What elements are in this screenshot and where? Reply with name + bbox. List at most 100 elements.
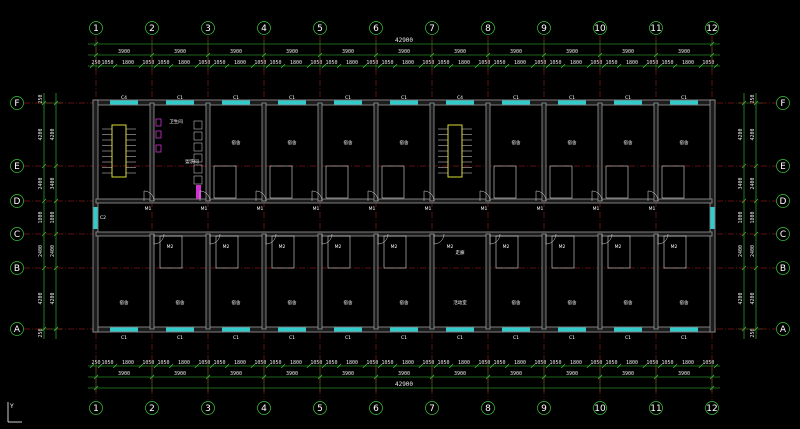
sub-dim-bottom: 1800: [178, 360, 190, 366]
window-bottom: [670, 327, 698, 332]
sub-dim-top: 1050: [142, 60, 154, 66]
window-label-bottom: C1: [625, 335, 631, 341]
bathroom: [327, 235, 351, 269]
sub-dim-top: 1050: [702, 60, 714, 66]
window-top: [614, 100, 642, 105]
door-label: M1: [537, 206, 544, 212]
axis-bubble: [369, 401, 383, 415]
bay-dim-bottom: 3900: [678, 371, 690, 377]
bay-dim-top: 3900: [174, 49, 186, 55]
window-label-end: C2: [100, 215, 106, 221]
toilet-stall: [193, 131, 203, 141]
sub-dim-top: 1050: [534, 60, 546, 66]
col-axis-label: 6: [373, 24, 379, 34]
axis-bubble: [537, 401, 551, 415]
col-axis-label: 2: [149, 404, 155, 414]
axis-bubble: [776, 227, 790, 241]
col-axis-label: 3: [205, 24, 211, 34]
door-label: M2: [279, 244, 286, 250]
axis-bubble: [369, 21, 383, 35]
bay-dim-top: 3900: [510, 49, 522, 55]
room-label-north: 宿舍: [680, 139, 689, 146]
stair-well: [111, 124, 127, 178]
axis-bubble: [705, 21, 719, 35]
window-label-top: C1: [513, 95, 519, 101]
row-axis-label: A: [14, 325, 21, 335]
door-label: M2: [391, 244, 398, 250]
door-label: M1: [369, 206, 376, 212]
bay-dim-bottom: 3900: [622, 371, 634, 377]
room-label-north: 宿舍: [344, 139, 353, 146]
toilet-stall: [193, 120, 203, 130]
axis-bubble: [313, 401, 327, 415]
door-label: M2: [615, 244, 622, 250]
door-swing-south: [265, 233, 277, 245]
room-label-south: 宿舍: [176, 299, 185, 306]
overall-dim-top: 42900: [395, 37, 413, 44]
wash-label: 盥洗间: [185, 158, 199, 165]
room-label-north: 宿舍: [288, 139, 297, 146]
sub-dim-bottom: 1800: [234, 360, 246, 366]
bay-dim-top: 3900: [454, 49, 466, 55]
room-label-north: 宿舍: [624, 139, 633, 146]
sub-dim-top: 1050: [606, 60, 618, 66]
sub-dim-bottom: 1050: [254, 360, 266, 366]
v-dim-inner: 3400: [50, 177, 56, 189]
bay-dim-top: 3900: [566, 49, 578, 55]
toilet-stall: [193, 164, 203, 174]
v-dim-inner: 3400: [738, 177, 744, 189]
room-label-south: 宿舍: [624, 299, 633, 306]
window-top: [502, 100, 530, 105]
sub-dim-bottom: 1050: [702, 360, 714, 366]
axis-bubble: [776, 96, 790, 110]
window-label-top: C1: [289, 95, 295, 101]
col-axis-label: 12: [706, 24, 717, 34]
window-bottom: [558, 327, 586, 332]
sub-dim-bottom: 1800: [682, 360, 694, 366]
bathroom: [159, 235, 183, 269]
window-end-right: [710, 207, 715, 229]
col-axis-label: 7: [429, 404, 435, 414]
bay-dim-bottom: 3900: [230, 371, 242, 377]
sink-fixture: [155, 144, 162, 153]
sub-dim-bottom: 1050: [478, 360, 490, 366]
bathroom: [269, 165, 293, 199]
axis-bubble: [776, 322, 790, 336]
v-dim-outer: 2400: [38, 177, 44, 189]
sub-dim-bottom: 1050: [646, 360, 658, 366]
v-dim-outer: 250: [750, 328, 756, 337]
door-swing-south: [489, 233, 501, 245]
row-axis-label: F: [780, 99, 785, 109]
sub-dim-top: 1800: [122, 60, 134, 66]
sub-dim-bottom: 1800: [458, 360, 470, 366]
door-label: M1: [201, 206, 208, 212]
bathroom: [325, 165, 349, 199]
sub-dim-top: 1050: [382, 60, 394, 66]
sub-dim-top: 1050: [662, 60, 674, 66]
window-label-bottom: C1: [569, 335, 575, 341]
window-bottom: [278, 327, 306, 332]
window-label-bottom: C1: [177, 335, 183, 341]
bathroom: [215, 235, 239, 269]
col-axis-label: 1: [93, 24, 99, 34]
sub-dim-top: 1050: [550, 60, 562, 66]
door-label: M2: [447, 244, 454, 250]
axis-bubble: [776, 261, 790, 275]
sub-dim-bottom: 1050: [422, 360, 434, 366]
axis-bubble: [145, 401, 159, 415]
sub-dim-bottom: 1050: [590, 360, 602, 366]
sub-dim-bottom: 1050: [198, 360, 210, 366]
room-label-south: 宿舍: [232, 299, 241, 306]
v-dim-outer: 250: [38, 94, 44, 103]
col-axis-label: 10: [594, 24, 606, 34]
bathroom: [271, 235, 295, 269]
room-label-south: 宿舍: [288, 299, 297, 306]
sub-dim-top: 1800: [346, 60, 358, 66]
v-dim-inner: 4200: [738, 128, 744, 140]
toilet-stall: [193, 153, 203, 163]
col-axis-label: 8: [485, 404, 491, 414]
axis-bubble: [10, 322, 24, 336]
window-label-top: C1: [401, 95, 407, 101]
sub-dim-top: 1050: [254, 60, 266, 66]
